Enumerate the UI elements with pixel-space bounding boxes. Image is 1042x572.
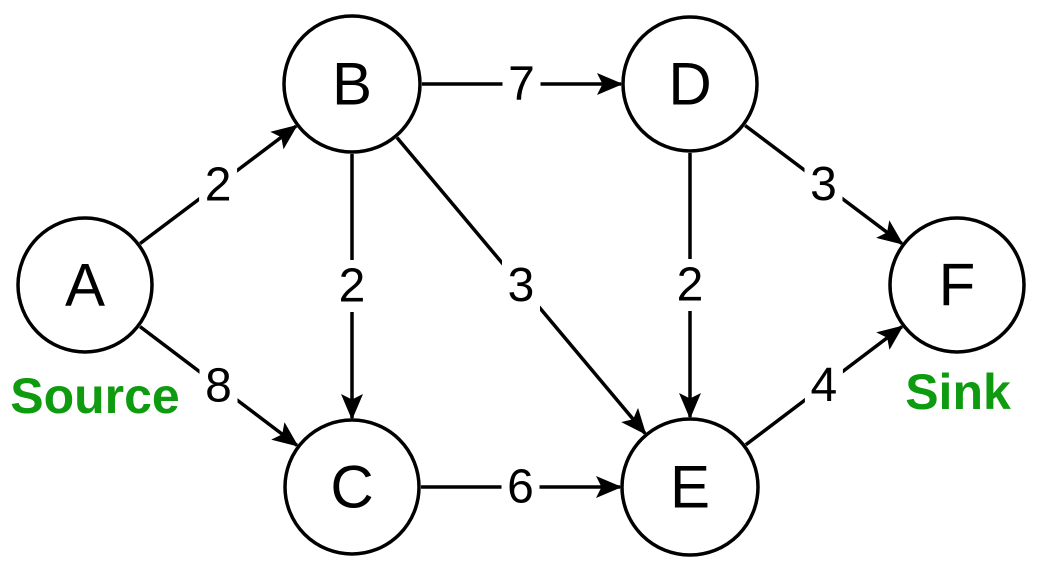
edge-weight-D-E: 2: [677, 259, 704, 312]
edge-weight-bg-B-C: [333, 260, 371, 312]
edge-weight-bg-E-F: [804, 359, 843, 412]
node-circle-C: [283, 418, 421, 556]
node-circle-F: [888, 216, 1026, 354]
edge-weight-bg-B-E: [502, 259, 540, 312]
annotation-sink: Sink: [905, 364, 1011, 420]
node-circle-A: [16, 216, 154, 354]
edge-labels-layer: 2 8 7 2 3 6 2 3 4: [199, 58, 843, 514]
edge-weight-A-C: 8: [205, 360, 232, 413]
edge-weight-bg-A-B: [199, 158, 238, 211]
edge-weight-E-F: 4: [811, 359, 838, 412]
edge-weight-bg-C-E: [501, 461, 540, 513]
edge-weight-B-E: 3: [508, 259, 535, 312]
node-label-D: D: [668, 51, 711, 118]
edge-weight-B-C: 2: [339, 260, 366, 313]
edge-weight-bg-D-F: [804, 158, 843, 211]
edge-weight-C-E: 6: [507, 461, 534, 514]
edge-weight-bg-A-C: [199, 360, 238, 412]
node-circle-B: [282, 14, 422, 154]
node-label-C: C: [330, 454, 373, 521]
edge-weight-A-B: 2: [205, 158, 232, 211]
edge-weight-D-F: 3: [810, 158, 837, 211]
node-label-B: B: [332, 51, 372, 118]
annotation-source: Source: [10, 368, 180, 424]
nodes-layer: A B C D E F: [16, 14, 1026, 557]
edge-weight-bg-D-E: [671, 259, 709, 311]
node-label-F: F: [939, 252, 976, 319]
node-circle-E: [620, 417, 760, 557]
node-label-E: E: [670, 454, 710, 521]
edge-weight-B-D: 7: [508, 58, 535, 111]
edge-weight-bg-B-D: [502, 58, 541, 110]
node-label-A: A: [65, 252, 105, 319]
node-circle-D: [621, 15, 759, 153]
annotations-layer: Source Sink: [10, 364, 1011, 424]
